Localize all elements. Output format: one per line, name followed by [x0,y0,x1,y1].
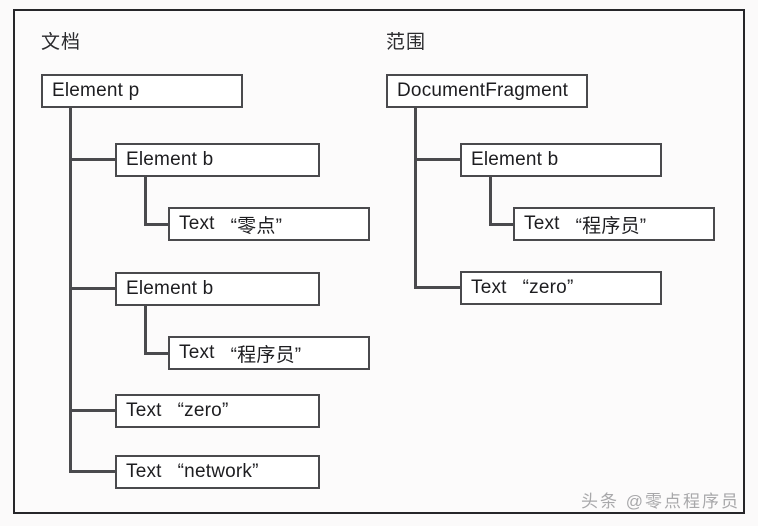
node-label: DocumentFragment [397,80,569,101]
section-label-document: 文档 [41,32,82,53]
node-document-child-2-text: Text “程序员” [168,336,370,370]
node-value: “零点” [230,215,283,237]
section-label-range: 范围 [386,32,427,53]
node-value: “程序员” [230,344,302,366]
node-label: Element b [471,149,559,170]
node-document-child-1: Element b [115,143,320,177]
node-range-child-2: Text “zero” [460,271,662,305]
node-value: “zero” [177,400,229,421]
connector-range-branch-2 [414,286,462,289]
node-document-child-4: Text “network” [115,455,320,489]
connector-range-trunk [414,107,417,289]
connector-document-branch-1 [69,158,117,161]
connector-document-subtrunk-2 [144,305,147,355]
node-document-child-3: Text “zero” [115,394,320,428]
node-range-child-1-text: Text “程序员” [513,207,715,241]
node-label: Element b [126,278,214,299]
connector-range-subbranch-1 [489,223,517,226]
node-value: “network” [177,461,259,482]
node-label: Element p [52,80,140,101]
node-label: Text [179,213,215,234]
connector-document-subbranch-2 [144,352,172,355]
connector-range-subtrunk-1 [489,176,492,226]
connector-document-subbranch-1 [144,223,172,226]
node-label: Text [126,400,162,421]
connector-document-branch-4 [69,470,117,473]
watermark-text: 头条 @零点程序员 [581,492,740,511]
node-value: “程序员” [575,215,647,237]
node-document-root: Element p [41,74,243,108]
node-value: “zero” [522,277,574,298]
node-label: Element b [126,149,214,170]
node-range-child-1: Element b [460,143,662,177]
node-label: Text [179,342,215,363]
connector-document-subtrunk-1 [144,176,147,226]
node-label: Text [126,461,162,482]
connector-document-branch-2 [69,287,117,290]
node-label: Text [524,213,560,234]
node-range-root: DocumentFragment [386,74,588,108]
connector-range-branch-1 [414,158,462,161]
connector-document-branch-3 [69,409,117,412]
node-document-child-1-text: Text “零点” [168,207,370,241]
node-document-child-2: Element b [115,272,320,306]
node-label: Text [471,277,507,298]
